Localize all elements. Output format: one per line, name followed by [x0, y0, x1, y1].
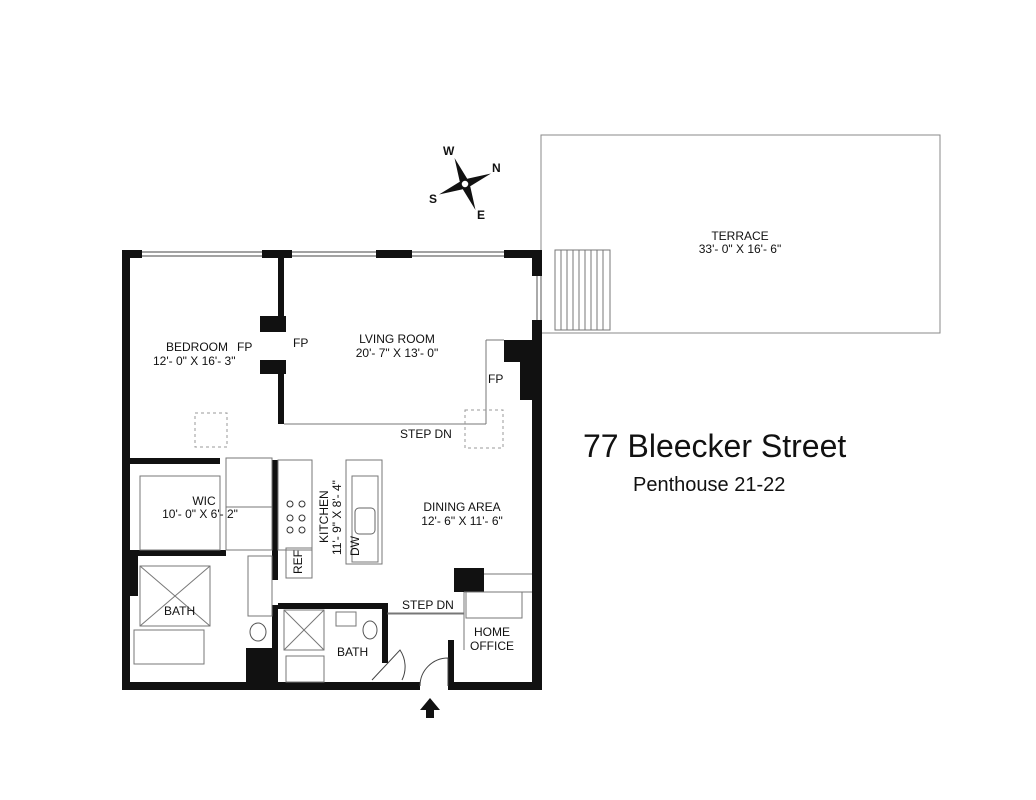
compass-e: E	[477, 208, 485, 222]
fp-center-label: FP	[293, 336, 308, 350]
compass-rose-icon	[439, 158, 491, 210]
kitchen-dims: 11'- 9" X 8'- 4"	[330, 480, 344, 555]
kitchen-label: KITCHEN	[317, 490, 331, 543]
entry-door-swing	[419, 657, 449, 687]
interior-walls	[122, 258, 542, 690]
fp-right-label: FP	[488, 372, 503, 386]
ref-label: REF	[291, 550, 305, 574]
bedroom-dims: 12'- 0" X 16'- 3"	[153, 354, 235, 368]
compass-w: W	[443, 144, 455, 158]
top-windows	[142, 251, 504, 257]
cooktop-burners	[286, 500, 306, 534]
dw-label: DW	[348, 535, 362, 556]
terrace-dims: 33'- 0" X 16'- 6"	[699, 242, 781, 256]
ceiling-light-markers	[194, 409, 504, 449]
terrace-stairs	[554, 249, 611, 331]
terrace-label: TERRACE	[711, 229, 768, 243]
living-room-dims: 20'- 7" X 13'- 0"	[356, 346, 438, 360]
bath-small-label: BATH	[337, 645, 368, 659]
toilet-icon	[362, 620, 378, 640]
wic-label: WIC	[192, 494, 216, 508]
bath-left-label: BATH	[164, 604, 195, 618]
kitchen-sink	[354, 507, 376, 535]
dining-area-label: DINING AREA	[423, 500, 500, 514]
listing-address: 77 Bleecker Street	[583, 428, 847, 464]
dining-area-dims: 12'- 6" X 11'- 6"	[421, 514, 503, 528]
thin-walls	[133, 339, 532, 683]
compass-s: S	[429, 192, 437, 206]
terrace-door	[536, 276, 542, 320]
exterior-walls	[122, 250, 542, 690]
living-room-label: LVING ROOM	[359, 332, 435, 346]
terrace-outline	[540, 134, 941, 334]
entry-arrow-icon	[420, 698, 440, 718]
step-dn-lower-label: STEP DN	[402, 598, 454, 612]
compass-n: N	[492, 161, 501, 175]
home-office-label-2: OFFICE	[470, 639, 514, 653]
bedroom-label: BEDROOM	[166, 340, 228, 354]
bedroom-fp-label: FP	[237, 340, 252, 354]
bath-toilet-left	[249, 622, 267, 642]
bath-door-swing	[371, 649, 406, 681]
wic-dims: 10'- 0" X 6'- 2"	[162, 507, 238, 521]
step-dn-upper-label: STEP DN	[400, 427, 452, 441]
home-office-label: HOME	[474, 625, 510, 639]
listing-unit: Penthouse 21-22	[633, 474, 786, 496]
